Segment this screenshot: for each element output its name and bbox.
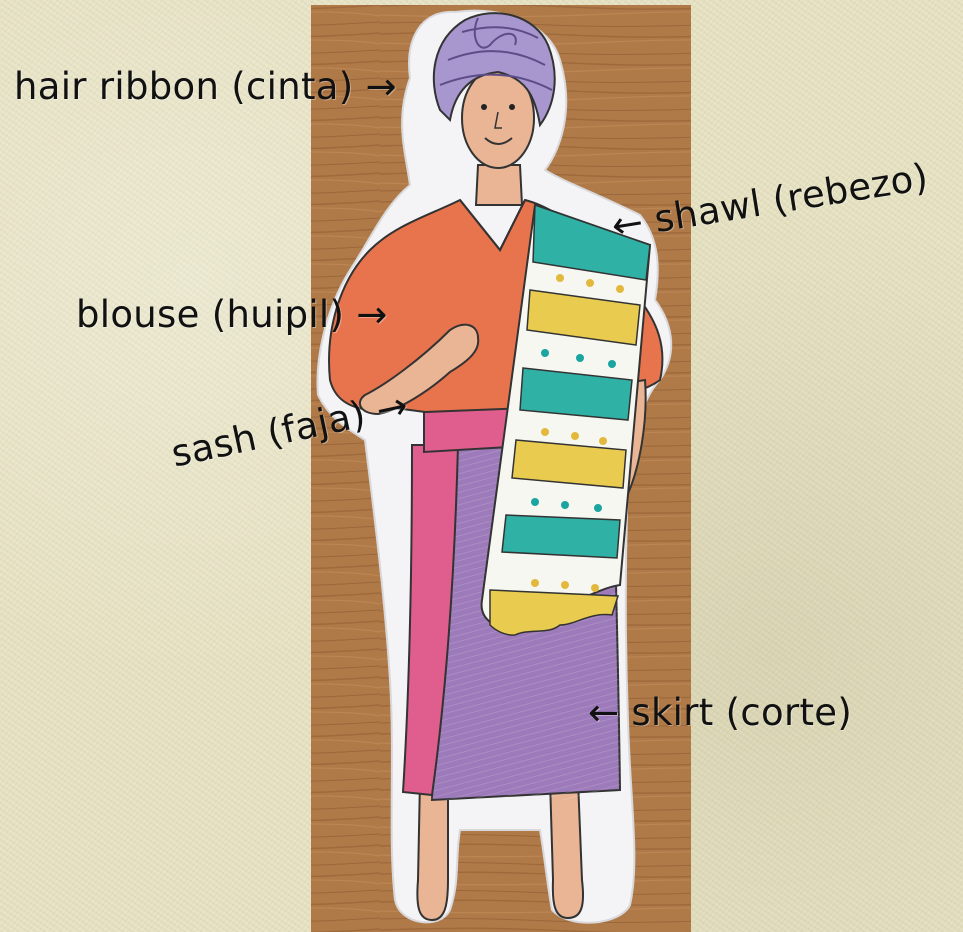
right-leg [550,780,583,918]
left-leg [417,780,448,920]
neck [476,165,522,205]
blouse-label: blouse (huipil) → [76,296,388,333]
skirt-label: ← skirt (corte) [588,694,852,731]
hair-ribbon-label: hair ribbon (cinta) → [14,68,397,105]
